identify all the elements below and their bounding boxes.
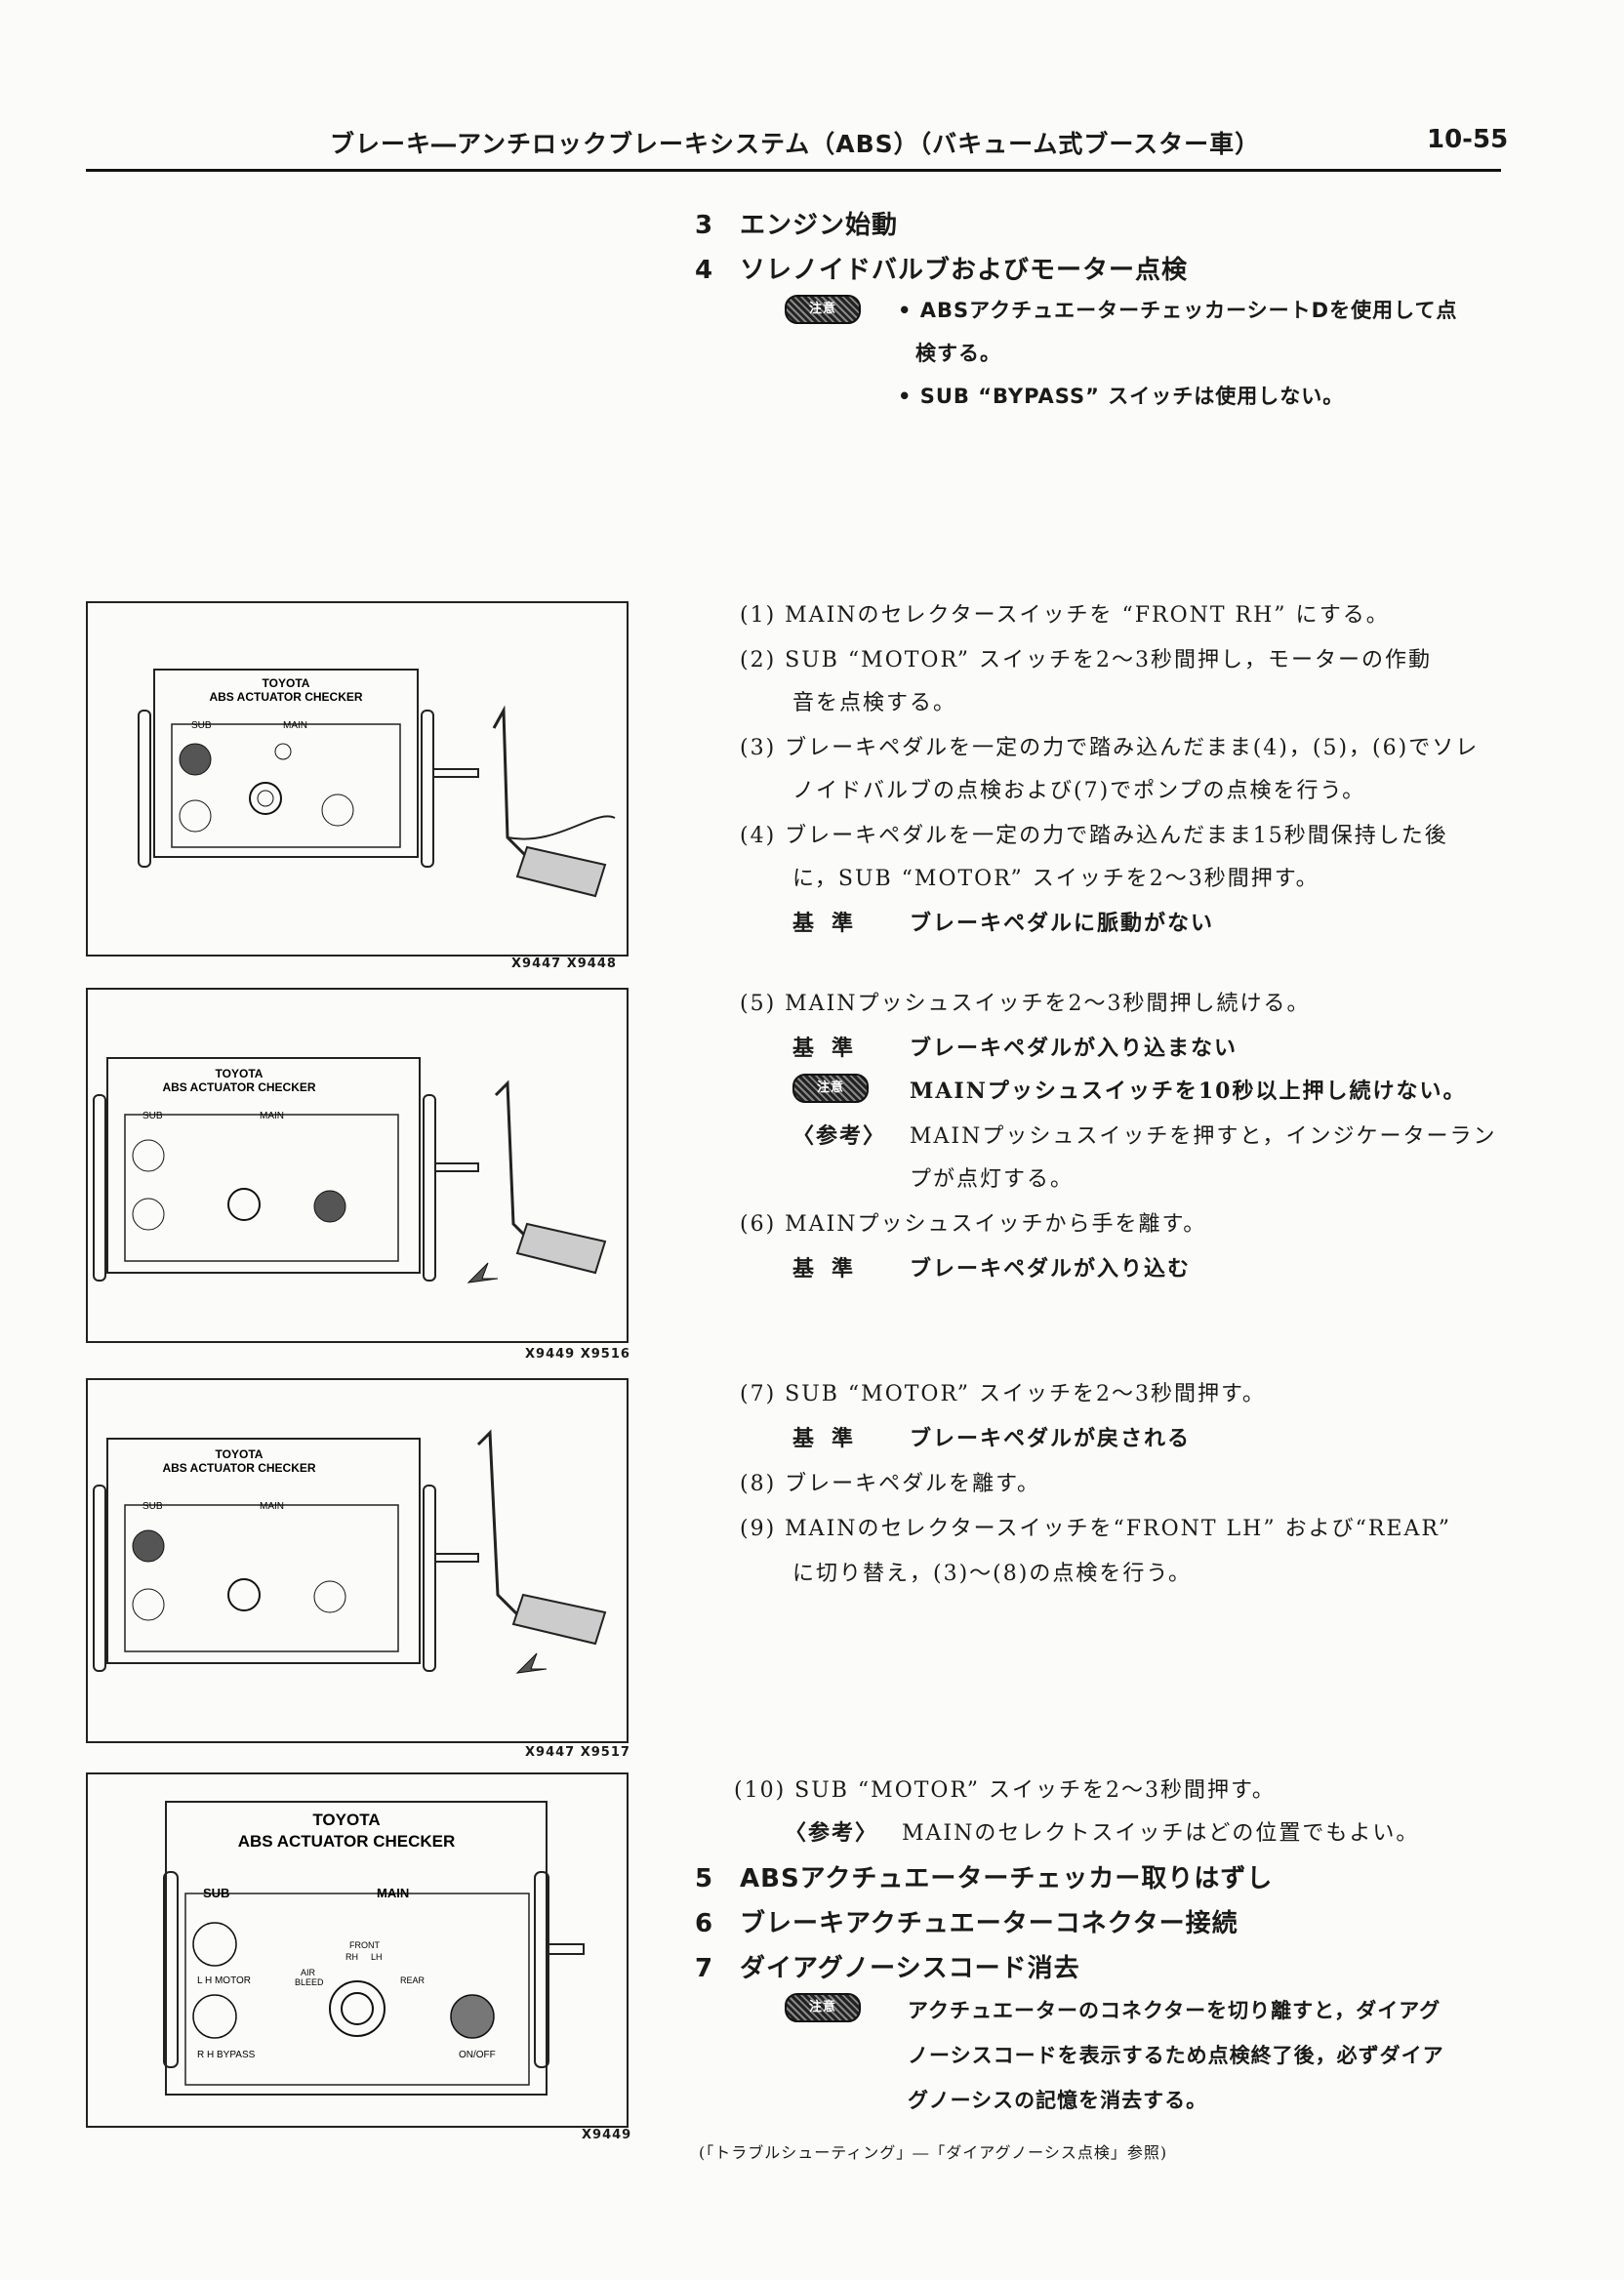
step-number: 3 <box>695 211 714 240</box>
criteria-label: 基準 <box>792 911 872 936</box>
main-label: MAIN <box>260 1111 284 1121</box>
criteria-4: 基準 ブレーキペダルに脈動がない <box>792 906 1214 937</box>
checker-name: ABS ACTUATOR CHECKER <box>162 1080 315 1094</box>
front-label: FRONT <box>349 1940 380 1950</box>
main-label: MAIN <box>260 1501 284 1512</box>
main-label: MAIN <box>377 1886 409 1900</box>
air-label: AIR <box>301 1968 316 1977</box>
step-number: 7 <box>695 1954 714 1983</box>
rh-label: RH <box>345 1952 358 1962</box>
procedure-item-4: (4) ブレーキペダルを一定の力で踏み込んだまま15秒間保持した後 <box>740 824 1448 848</box>
reference-5: 〈参考〉 MAINプッシュスイッチを押すと，インジケーターラン <box>792 1119 1496 1150</box>
caution-badge: 注意 <box>785 295 861 324</box>
checker-illustration: TOYOTA ABS ACTUATOR CHECKER SUB MAIN L H… <box>163 1801 585 2096</box>
note-line: • ABSアクチュエーターチェッカーシートDを使用して点 <box>898 299 1458 322</box>
note-line: • SUB “BYPASS” スイッチは使用しない。 <box>898 385 1345 408</box>
criteria-label: 基準 <box>792 1256 872 1282</box>
header-rule <box>86 169 1501 172</box>
step-6: 6 ブレーキアクチュエーターコネクター接続 <box>695 1903 1238 1939</box>
procedure-item-3-cont: ノイドバルブの点検および(7)でポンプの点検を行う。 <box>792 779 1366 803</box>
note-line: ノーシスコードを表示するため点検終了後，必ずダイア <box>908 2044 1444 2067</box>
checker-pedal-illustration: TOYOTA ABS ACTUATOR CHECKER SUB MAIN <box>138 669 616 898</box>
note-line: 検する。 <box>915 342 1001 365</box>
criteria-text: ブレーキペダルが戻される <box>910 1426 1192 1451</box>
checker-brand: TOYOTA <box>216 1067 264 1080</box>
step-label: ABSアクチュエーターチェッカー取りはずし <box>740 1864 1274 1893</box>
checker-brand: TOYOTA <box>312 1811 380 1829</box>
procedure-item-9-cont: に切り替え，(3)～(8)の点検を行う。 <box>792 1562 1193 1586</box>
page-header-title: ブレーキ―アンチロックブレーキシステム（ABS）（バキューム式ブースター車） <box>330 130 1261 158</box>
checker-name: ABS ACTUATOR CHECKER <box>209 690 362 704</box>
figure-1: TOYOTA ABS ACTUATOR CHECKER SUB MAIN <box>86 601 629 957</box>
procedure-item-2-cont: 音を点検する。 <box>792 691 957 715</box>
step-5: 5 ABSアクチュエーターチェッカー取りはずし <box>695 1858 1273 1894</box>
procedure-item-10: (10) SUB “MOTOR” スイッチを2～3秒間押す。 <box>734 1778 1276 1803</box>
criteria-text: ブレーキペダルが入り込む <box>910 1256 1192 1282</box>
checker-pedal-illustration: TOYOTA ABS ACTUATOR CHECKER SUB MAIN <box>93 1429 607 1674</box>
procedure-item-2: (2) SUB “MOTOR” スイッチを2～3秒間押し，モーターの作動 <box>740 648 1433 672</box>
step-label: ブレーキアクチュエーターコネクター接続 <box>740 1909 1238 1938</box>
procedure-item-9: (9) MAINのセレクタースイッチを“FRONT LH” および“REAR” <box>740 1517 1451 1541</box>
criteria-7: 基準 ブレーキペダルが戻される <box>792 1421 1191 1452</box>
figure-code: X9447 X9448 <box>511 957 617 971</box>
step-label: ソレノイドバルブおよびモーター点検 <box>740 256 1189 285</box>
criteria-text: ブレーキペダルに脈動がない <box>910 911 1215 936</box>
step-3: 3 エンジン始動 <box>695 205 898 241</box>
reference-10: 〈参考〉 MAINのセレクトスイッチはどの位置でもよい。 <box>785 1815 1419 1847</box>
rear-label: REAR <box>400 1975 426 1985</box>
caution-text-5: MAINプッシュスイッチを10秒以上押し続けない。 <box>910 1079 1467 1104</box>
bleed-label: BLEED <box>295 1977 324 1987</box>
figure-code: X9449 X9516 <box>525 1347 630 1362</box>
step-number: 4 <box>695 256 714 285</box>
criteria-label: 基準 <box>792 1036 872 1061</box>
checker-pedal-illustration: TOYOTA ABS ACTUATOR CHECKER SUB MAIN <box>93 1057 607 1283</box>
reference-5-cont: プが点灯する。 <box>910 1167 1075 1192</box>
checker-name: ABS ACTUATOR CHECKER <box>238 1832 456 1851</box>
checker-name: ABS ACTUATOR CHECKER <box>162 1461 315 1475</box>
rh-bypass-label: R H BYPASS <box>197 2050 256 2060</box>
figure-code: X9449 <box>582 2128 632 2142</box>
checker-brand: TOYOTA <box>263 676 310 690</box>
figure-3: TOYOTA ABS ACTUATOR CHECKER SUB MAIN <box>86 1378 629 1743</box>
sub-label: SUB <box>142 1501 163 1512</box>
lh-label: LH <box>371 1952 383 1962</box>
lh-motor-label: L H MOTOR <box>197 1975 251 1986</box>
procedure-item-4-cont: に，SUB “MOTOR” スイッチを2～3秒間押す。 <box>792 867 1320 891</box>
figure-2: TOYOTA ABS ACTUATOR CHECKER SUB MAIN <box>86 988 629 1343</box>
reference-text: MAINプッシュスイッチを押すと，インジケーターラン <box>910 1124 1497 1149</box>
criteria-5: 基準 ブレーキペダルが入り込まない <box>792 1031 1238 1062</box>
sub-label: SUB <box>142 1111 163 1121</box>
step-label: ダイアグノーシスコード消去 <box>740 1954 1080 1983</box>
step-7: 7 ダイアグノーシスコード消去 <box>695 1948 1080 1984</box>
onoff-label: ON/OFF <box>459 2050 496 2060</box>
caution-badge: 注意 <box>792 1074 869 1103</box>
criteria-6: 基準 ブレーキペダルが入り込む <box>792 1251 1191 1282</box>
procedure-item-8: (8) ブレーキペダルを離す。 <box>740 1472 1040 1496</box>
reference-text: MAINのセレクトスイッチはどの位置でもよい。 <box>902 1821 1420 1846</box>
procedure-item-7: (7) SUB “MOTOR” スイッチを2～3秒間押す。 <box>740 1382 1266 1406</box>
reference-label: 〈参考〉 <box>792 1123 887 1149</box>
step-label: エンジン始動 <box>740 211 899 240</box>
step-number: 5 <box>695 1864 714 1893</box>
note-line: アクチュエーターのコネクターを切り離すと，ダイアグ <box>908 1999 1441 2022</box>
procedure-item-1: (1) MAINのセレクタースイッチを “FRONT RH” にする。 <box>740 603 1390 628</box>
criteria-text: ブレーキペダルが入り込まない <box>910 1036 1238 1061</box>
criteria-label: 基準 <box>792 1426 872 1451</box>
sub-label: SUB <box>203 1886 229 1900</box>
footnote: (「トラブルシューティング」―「ダイアグノーシス点検」参照) <box>699 2143 1168 2162</box>
caution-badge: 注意 <box>785 1993 861 2022</box>
figure-4: TOYOTA ABS ACTUATOR CHECKER SUB MAIN L H… <box>86 1772 629 2128</box>
step-4: 4 ソレノイドバルブおよびモーター点検 <box>695 250 1188 286</box>
figure-code: X9447 X9517 <box>525 1745 630 1760</box>
procedure-item-3: (3) ブレーキペダルを一定の力で踏み込んだまま(4)，(5)，(6)でソレ <box>740 736 1480 760</box>
main-label: MAIN <box>283 720 307 731</box>
sub-label: SUB <box>191 720 212 731</box>
reference-label: 〈参考〉 <box>785 1820 879 1846</box>
page-number: 10-55 <box>1427 125 1509 154</box>
checker-brand: TOYOTA <box>216 1447 264 1461</box>
procedure-item-6: (6) MAINプッシュスイッチから手を離す。 <box>740 1212 1207 1237</box>
note-line: グノーシスの記憶を消去する。 <box>908 2089 1208 2112</box>
procedure-item-5: (5) MAINプッシュスイッチを2～3秒間押し続ける。 <box>740 992 1311 1016</box>
step-number: 6 <box>695 1909 714 1938</box>
